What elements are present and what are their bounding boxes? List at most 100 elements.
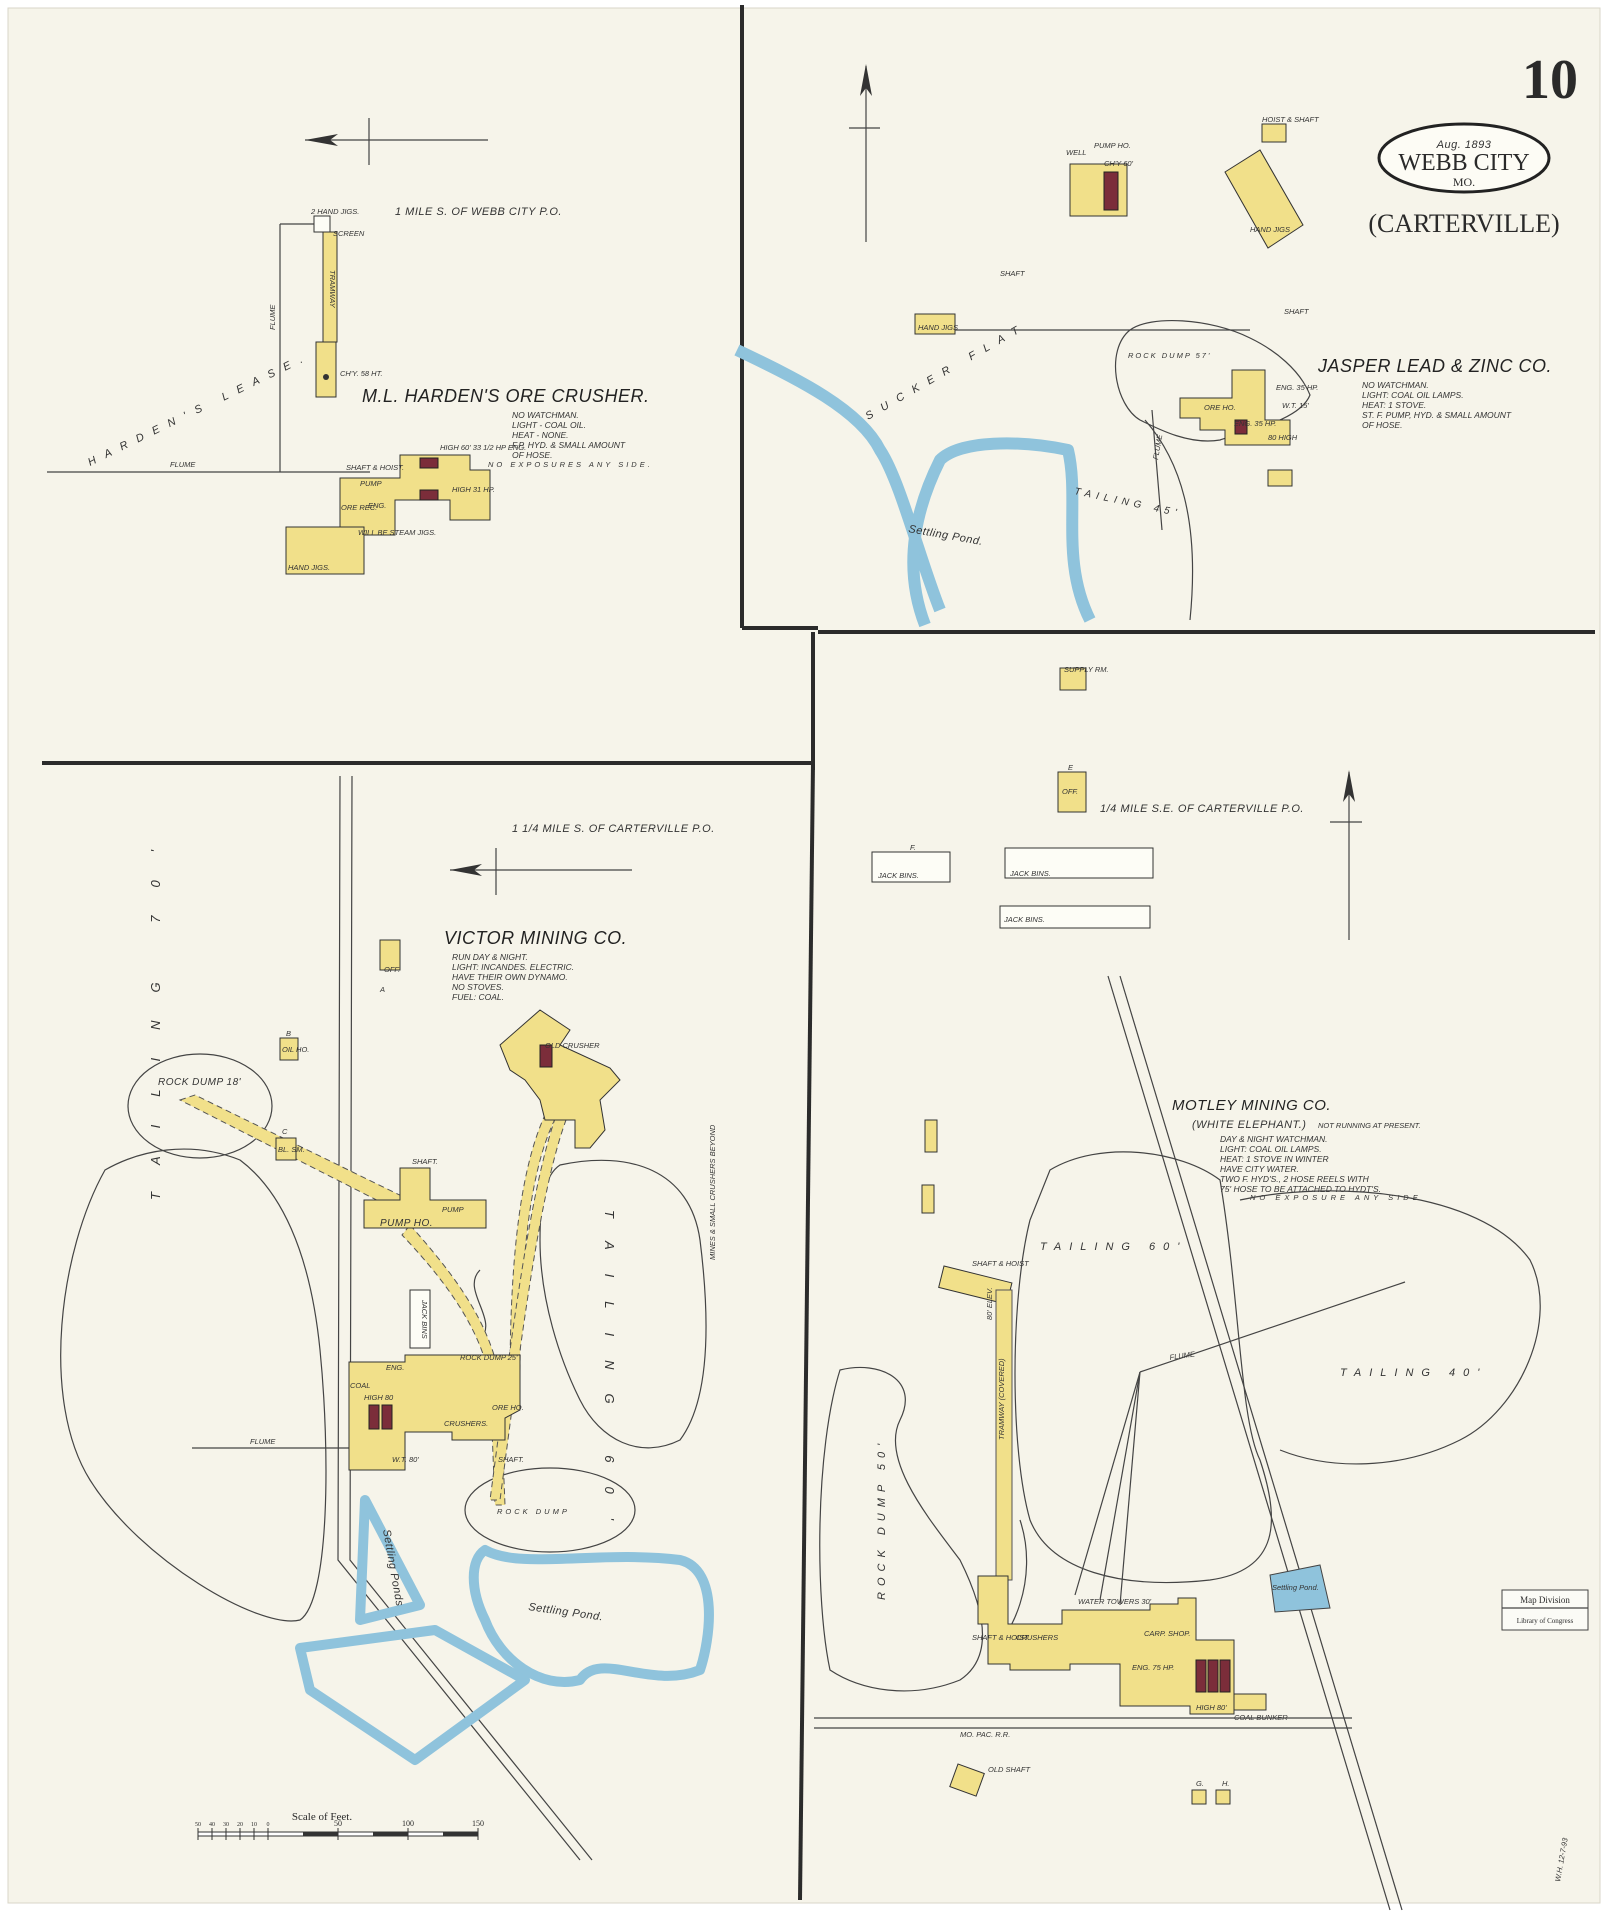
settling-pond: [1269, 1564, 1331, 1613]
c-label: C: [282, 1127, 288, 1136]
shaft-label: SHAFT.: [412, 1157, 438, 1166]
outbuilding: [1191, 1789, 1207, 1805]
steam-jigs-label: WILL BE STEAM JIGS.: [358, 528, 436, 537]
note-line: LIGHT: COAL OIL LAMPS.: [1220, 1144, 1322, 1154]
outbuilding: [1215, 1789, 1231, 1805]
eng-label: ENG.: [368, 501, 386, 510]
boiler: [1207, 1659, 1219, 1693]
shaft-hoist-label: SHAFT & HOIST: [972, 1633, 1030, 1642]
elev-label: 80' ELEV.: [985, 1287, 994, 1320]
company-title: JASPER LEAD & ZINC CO.: [1317, 356, 1552, 376]
note-line: ST. F. PUMP, HYD. & SMALL AMOUNT: [1362, 410, 1512, 420]
shaft-label: SHAFT: [1284, 307, 1310, 316]
shaft-hoist-label: SHAFT & HOIST.: [346, 463, 404, 472]
hand-jigs-label: HAND JIGS.: [288, 563, 330, 572]
oil-house: [279, 1037, 299, 1061]
note-line: HAVE CITY WATER.: [1220, 1164, 1299, 1174]
coal-bunker: [1233, 1693, 1267, 1711]
railroad-line: [349, 775, 593, 1861]
motley-mill: [977, 1575, 1235, 1715]
wt-label: W.T. 80': [392, 1455, 419, 1464]
bl-sm-label: BL. SM.: [278, 1145, 305, 1154]
city-name: WEBB CITY: [1398, 150, 1529, 176]
tailing-outline: [1014, 1151, 1273, 1584]
eng-label: ENG. 35 HP.: [1234, 419, 1276, 428]
wt-label: W.T. 15': [1282, 401, 1309, 410]
note-line: HEAT: 1 STOVE.: [1362, 400, 1426, 410]
ore-rec-label: ORE REC.: [341, 503, 377, 512]
scale-segment: [303, 1832, 338, 1836]
rock-dump-outline: [464, 1467, 636, 1553]
hand-jigs-building: [313, 215, 331, 233]
railroad-line: [1119, 975, 1403, 1911]
boiler-label: HIGH 31 HP.: [452, 485, 495, 494]
tailing-label: TAILING 60': [1040, 1241, 1187, 1253]
rock-dump-label: ROCK DUMP 25': [460, 1353, 518, 1362]
outbuilding: [921, 1184, 935, 1214]
scale-tick-label: 30: [223, 1822, 229, 1828]
boiler: [368, 1404, 380, 1430]
boiler: [1234, 419, 1248, 435]
scale-tick-label: 40: [209, 1822, 215, 1828]
panel-frames: [42, 5, 1595, 1901]
note-line: LIGHT: COAL OIL LAMPS.: [1362, 390, 1464, 400]
well-label: WELL: [1066, 148, 1086, 157]
note-line: NO WATCHMAN.: [1362, 380, 1429, 390]
boiler: [1219, 1659, 1231, 1693]
screen-label: SCREEN: [333, 229, 365, 238]
frame-line: [798, 762, 815, 1901]
note-line: HEAT: 1 STOVE IN WINTER: [1220, 1154, 1329, 1164]
rock-dump-label: ROCK DUMP 18': [158, 1077, 242, 1088]
old-shaft-building: [949, 1763, 985, 1797]
flume-label: FLUME: [170, 460, 196, 469]
arrow-icon: [450, 864, 482, 876]
shaft-label: SHAFT.: [498, 1455, 524, 1464]
old-crusher-building: [499, 1009, 621, 1149]
scale-tick-label: 20: [237, 1822, 243, 1828]
tailing-outline: [1144, 419, 1194, 621]
flume-line: [1139, 1281, 1406, 1373]
location-text: 1/4 MILE S.E. OF CARTERVILLE P.O.: [1100, 803, 1304, 815]
arrow-icon: [860, 64, 872, 96]
crusher-building: [339, 454, 491, 536]
carp-shop-label: CARP. SHOP.: [1144, 1629, 1190, 1638]
tailing-outline: [1239, 1190, 1541, 1465]
note-line: TWO F. HYD'S., 2 HOSE REELS WITH: [1220, 1174, 1370, 1184]
b-label: B: [286, 1029, 291, 1038]
stamp-subtitle: Library of Congress: [1517, 1617, 1574, 1625]
hand-jigs-label: HAND JIGS: [918, 323, 958, 332]
office-building: [1057, 771, 1087, 813]
note-line: HEAT - NONE.: [512, 430, 569, 440]
settling-pond-label: Settling Pond.: [1272, 1583, 1319, 1592]
note-line: F.P. HYD. & SMALL AMOUNT: [512, 440, 626, 450]
subtitle: (CARTERVILLE): [1368, 209, 1559, 238]
hand-jigs-label: 2 HAND JIGS.: [310, 207, 359, 216]
blacksmith-shop: [275, 1137, 297, 1161]
hand-jigs-building: [914, 313, 956, 335]
off-label: OFF.: [1062, 787, 1078, 796]
panel-victor: 1 1/4 MILE S. OF CARTERVILLE P.O. VICTOR…: [60, 775, 717, 1861]
exposure-note: NO EXPOSURE ANY SIDE: [1250, 1193, 1422, 1202]
company-title: VICTOR MINING CO.: [444, 928, 627, 948]
jack-bins-label: JACK BINS: [420, 1299, 429, 1339]
rock-dump-label: ROCK DUMP 50': [876, 1438, 888, 1600]
note-line: DAY & NIGHT WATCHMAN.: [1220, 1134, 1328, 1144]
pump-ho-label: PUMP HO.: [1094, 141, 1131, 150]
water-towers-label: WATER TOWERS 30': [1078, 1597, 1152, 1606]
railroad-line: [1107, 975, 1391, 1911]
stamp-box: [1501, 1589, 1589, 1631]
jack-bins-label: JACK BINS.: [1009, 869, 1051, 878]
boiler: [419, 457, 439, 469]
scale-tick-label: 100: [402, 1819, 414, 1828]
status-note: NOT RUNNING AT PRESENT.: [1318, 1121, 1421, 1130]
pump-label: PUMP: [442, 1205, 464, 1214]
north-arrow: [305, 118, 488, 165]
mill-building: [1179, 369, 1291, 446]
harden-crusher-buildings: SHAFT & HOIST. PUMP ORE REC. ENG. HIGH 6…: [285, 443, 526, 575]
crushers-label: CRUSHERS: [1016, 1633, 1058, 1642]
boiler: [539, 1044, 553, 1068]
rock-dump-label: ROCK DUMP: [497, 1507, 570, 1516]
pump-label: PUMP: [360, 479, 382, 488]
